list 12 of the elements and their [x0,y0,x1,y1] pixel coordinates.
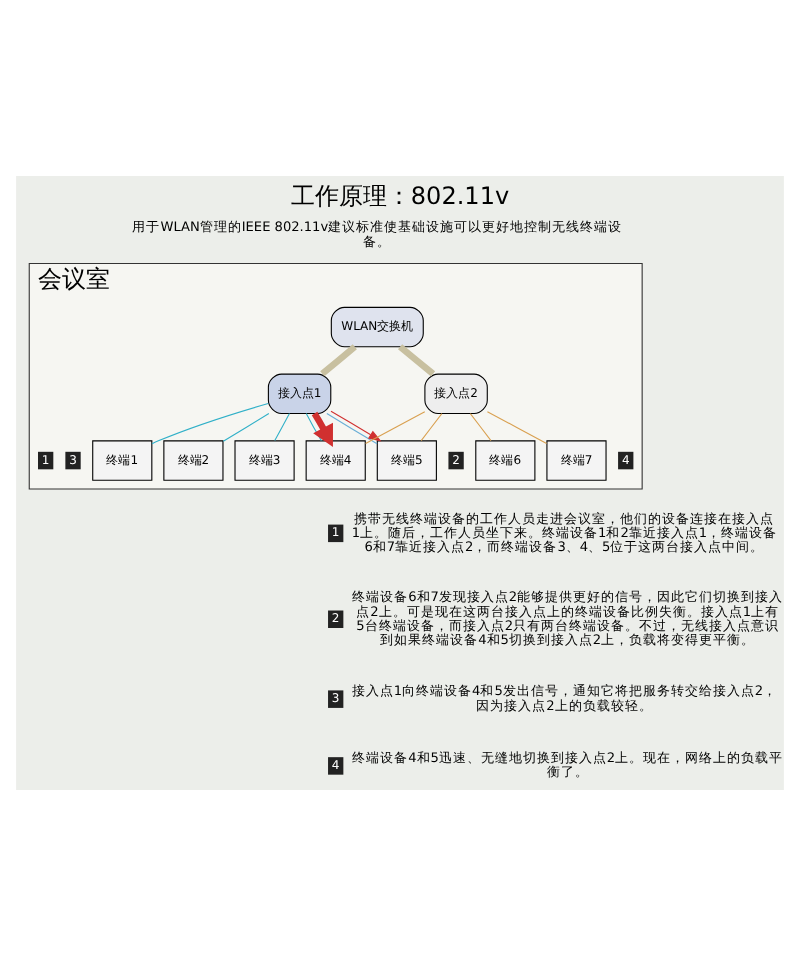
connector [222,413,270,442]
connector [486,411,548,444]
connector [469,413,492,442]
connector [398,344,436,377]
connector [420,413,443,442]
connector [151,403,269,445]
diagram-title: 工作原理：802.11v [290,182,510,211]
connector [365,411,426,444]
arrow [311,411,333,447]
connector [320,344,357,377]
connector [274,413,290,442]
connector [305,413,322,442]
